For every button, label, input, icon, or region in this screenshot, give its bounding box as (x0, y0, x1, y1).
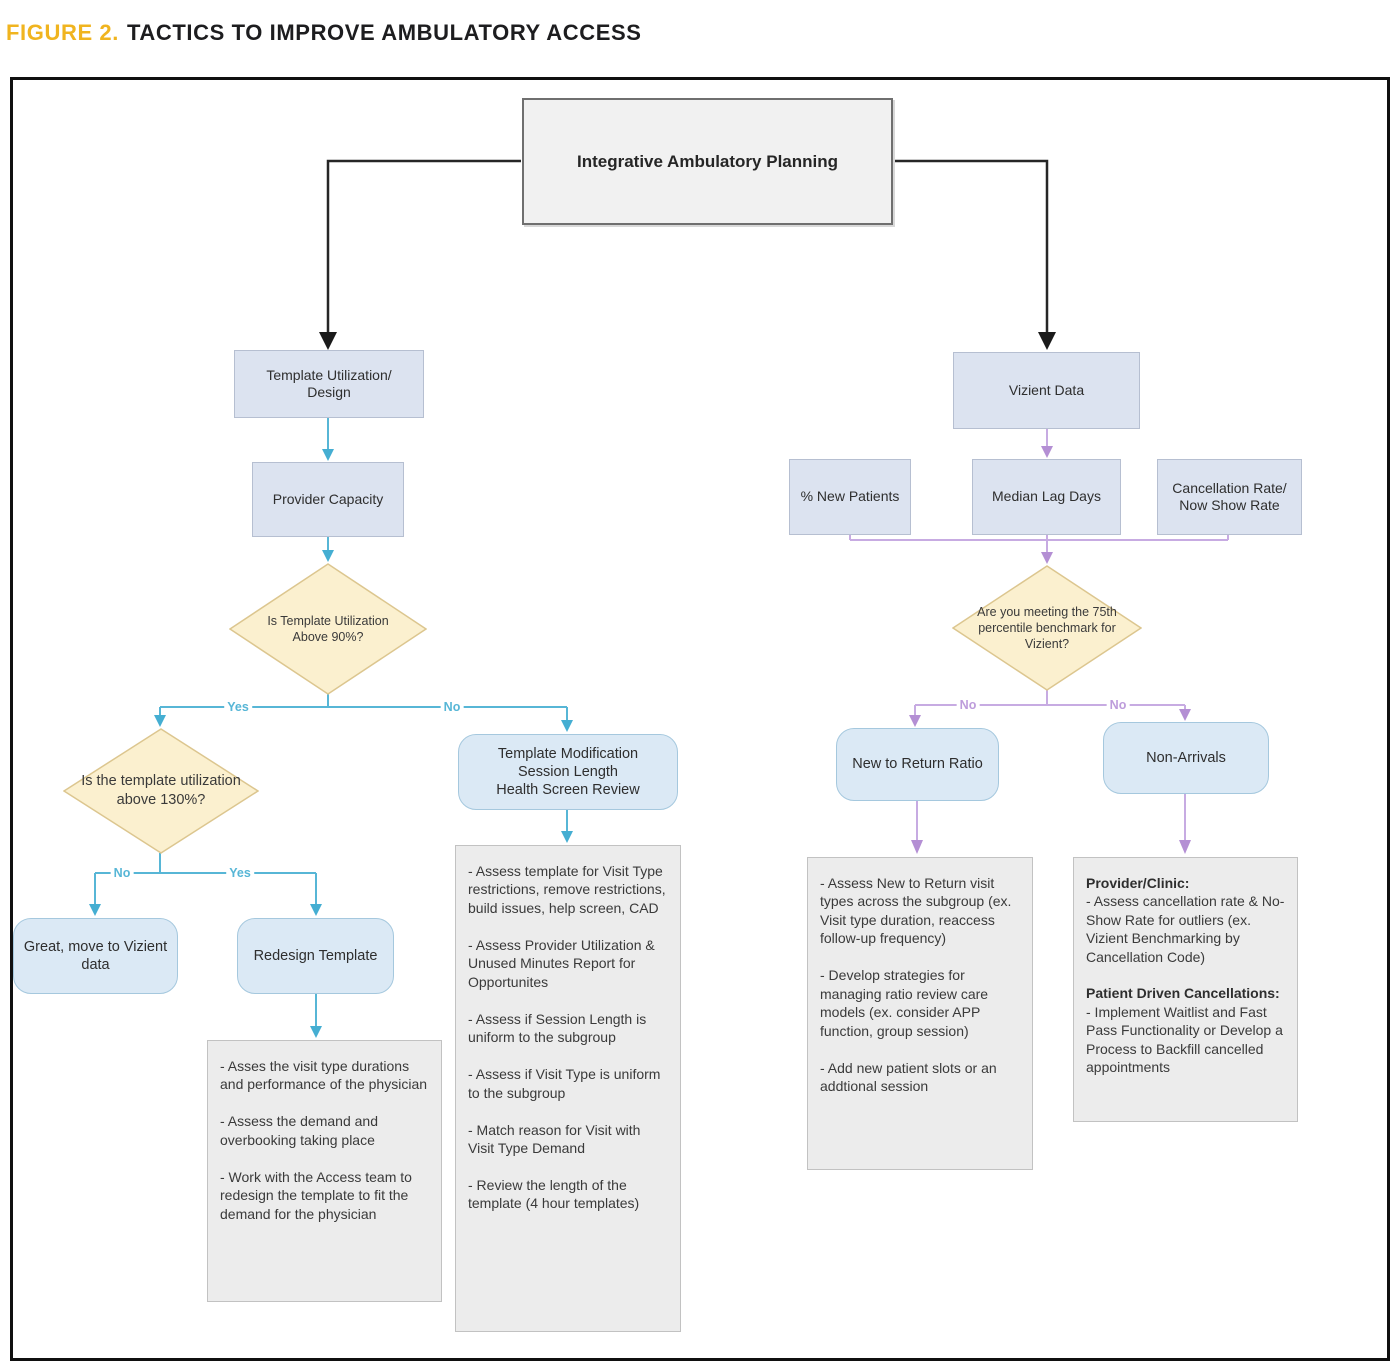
figure-heading: TACTICS TO IMPROVE AMBULATORY ACCESS (126, 20, 642, 45)
node-metric-median-lag: Median Lag Days (972, 459, 1121, 535)
panel-redesign-details: - Asses the visit type durations and per… (207, 1040, 442, 1302)
patient-driven-body: - Implement Waitlist and Fast Pass Funct… (1086, 1003, 1283, 1076)
panel-modification-details: - Assess template for Visit Type restric… (455, 845, 681, 1332)
node-non-arrivals: Non-Arrivals (1103, 722, 1269, 794)
node-vizient-data-label: Vizient Data (1008, 381, 1085, 398)
node-non-arrivals-label: Non-Arrivals (1146, 749, 1226, 766)
metric-median-lag-label: Median Lag Days (992, 488, 1101, 505)
figure-title: FIGURE 2. TACTICS TO IMPROVE AMBULATORY A… (6, 20, 642, 46)
edge-label-d90-yes: Yes (224, 700, 252, 714)
node-template-utilization-label: Template Utilization/ Design (266, 366, 392, 401)
node-provider-capacity: Provider Capacity (252, 462, 404, 537)
decision-template-utilization-90: Is Template Utilization Above 90%? (229, 563, 427, 695)
panel-new-to-return-details: - Assess New to Return visit types acros… (807, 857, 1033, 1170)
decision-vizient-benchmark: Are you meeting the 75th percentile benc… (952, 565, 1142, 691)
node-great-move: Great, move to Vizient data (13, 918, 178, 994)
metric-cancellation-label: Cancellation Rate/ Now Show Rate (1172, 479, 1287, 514)
patient-driven-heading: Patient Driven Cancellations: (1086, 985, 1280, 1002)
decision-90-label: Is Template Utilization Above 90%? (267, 613, 389, 644)
figure-label: FIGURE 2. (6, 20, 119, 45)
decision-75-label: Are you meeting the 75th percentile benc… (977, 604, 1117, 652)
decision-template-utilization-130: Is the template utilization above 130%? (63, 728, 259, 854)
edge-label-d130-yes: Yes (226, 866, 254, 880)
edge-label-d75-no-left: No (956, 698, 980, 712)
node-new-to-return-label: New to Return Ratio (852, 756, 983, 773)
node-redesign-template-label: Redesign Template (253, 947, 378, 964)
panel-non-arrivals-details: Provider/Clinic: - Assess cancellation r… (1073, 857, 1298, 1122)
decision-130-label: Is the template utilization above 130%? (81, 773, 241, 808)
node-template-utilization: Template Utilization/ Design (234, 350, 424, 418)
node-vizient-data: Vizient Data (953, 352, 1140, 429)
node-provider-capacity-label: Provider Capacity (272, 490, 384, 507)
node-root-label: Integrative Ambulatory Planning (576, 151, 839, 171)
node-metric-new-patients: % New Patients (789, 459, 911, 535)
provider-clinic-heading: Provider/Clinic: (1086, 875, 1190, 891)
edge-label-d90-no: No (440, 700, 464, 714)
node-template-modification-label: Template Modification Session Length Hea… (496, 745, 640, 799)
node-root: Integrative Ambulatory Planning (522, 98, 893, 225)
node-great-move-label: Great, move to Vizient data (23, 938, 168, 973)
node-new-to-return: New to Return Ratio (836, 728, 999, 801)
node-redesign-template: Redesign Template (237, 918, 394, 994)
edge-label-d75-no-right: No (1106, 698, 1130, 712)
metric-new-patients-label: % New Patients (800, 488, 900, 505)
node-metric-cancellation: Cancellation Rate/ Now Show Rate (1157, 459, 1302, 535)
provider-clinic-body: - Assess cancellation rate & No- Show Ra… (1086, 893, 1285, 965)
edge-label-d130-no: No (110, 866, 134, 880)
node-template-modification: Template Modification Session Length Hea… (458, 734, 678, 810)
